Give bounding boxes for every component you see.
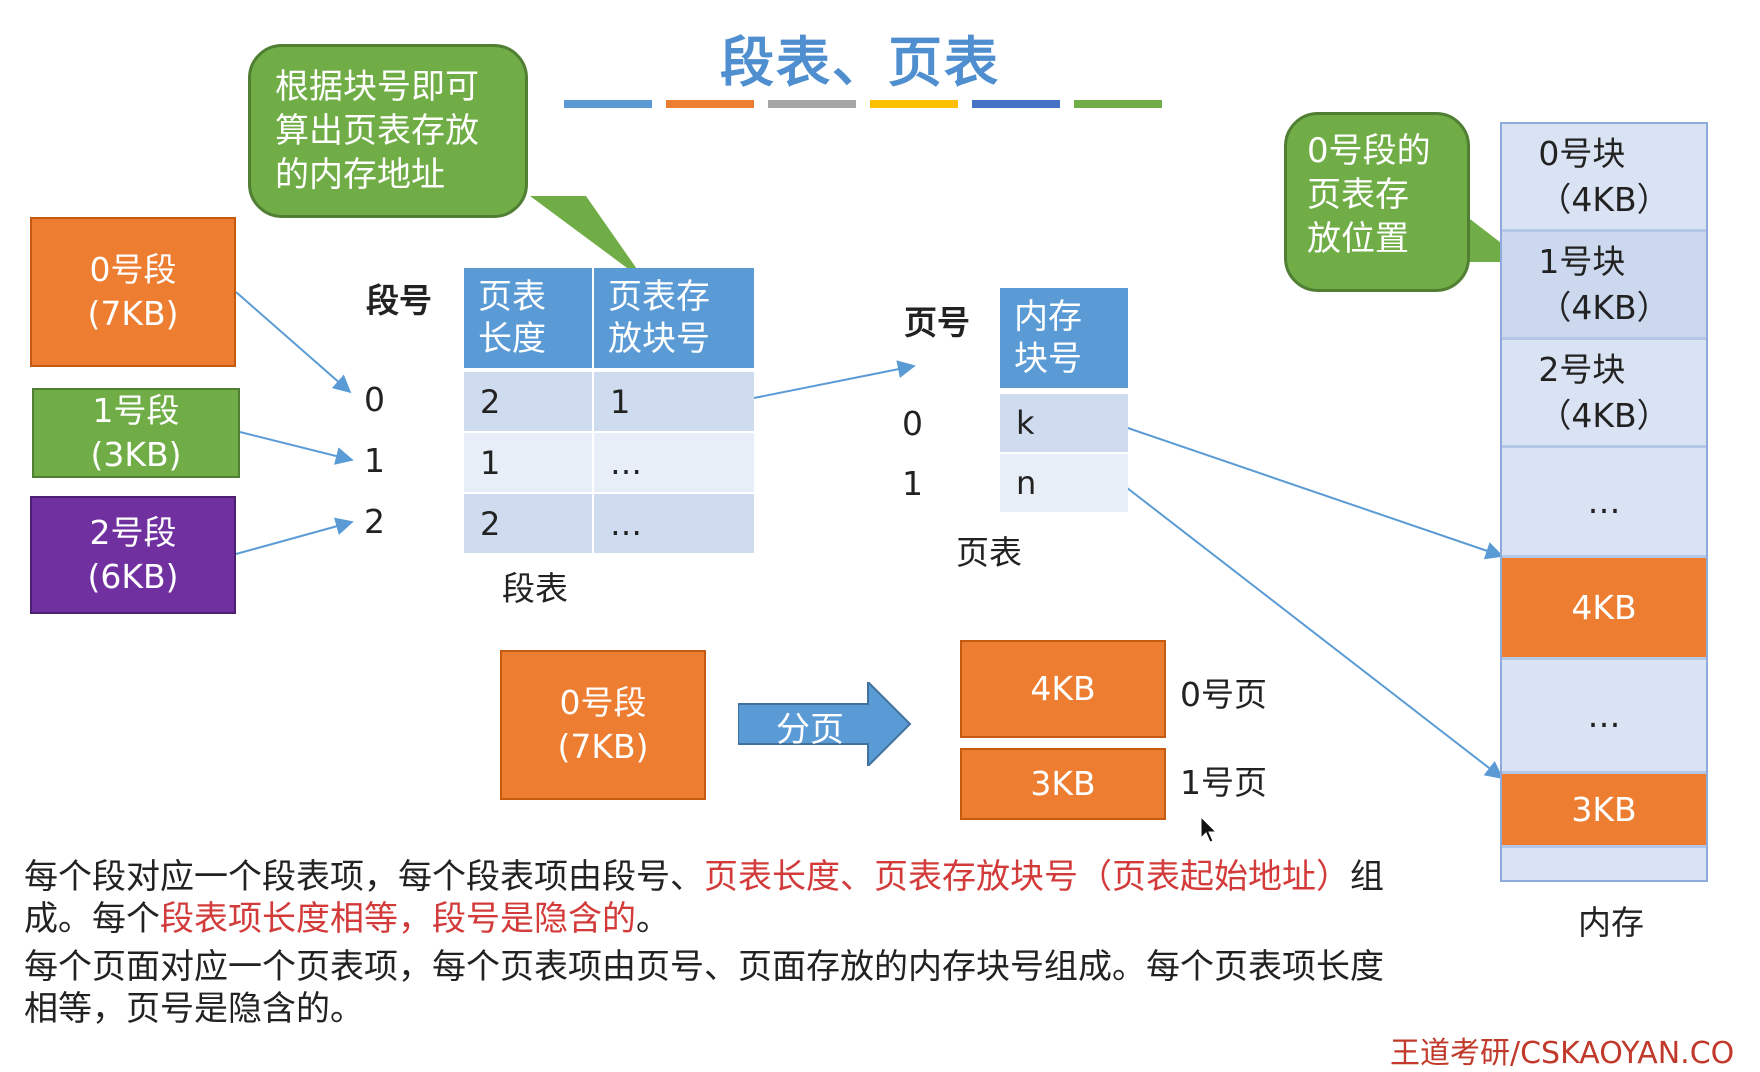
arrow-seg0 [235, 291, 352, 394]
page-title: 段表、页表 [720, 31, 1000, 94]
segment-1-box: 1号段 (3KB) [32, 388, 240, 478]
segment-0-box: 0号段 (7KB) [30, 217, 236, 367]
page-table-col-memory-block: 内存 块号 [1000, 288, 1128, 388]
text-run: 组成。每个 [24, 857, 1384, 939]
segment-table-cell: … [594, 433, 754, 492]
text-run: 。 [636, 899, 670, 939]
memory-block-ellipsis: … [1502, 660, 1706, 774]
text-run: 每个段对应一个段表项，每个段表项由段号、 [24, 857, 704, 897]
segment-2-name: 2号段 [89, 513, 177, 552]
segment-index-0: 0 [364, 380, 385, 419]
color-bar-segment [1074, 100, 1162, 108]
segment-table-cell: 2 [464, 372, 592, 431]
segment-number-header: 段号 [366, 281, 432, 320]
segment-table-cell: 1 [464, 433, 592, 492]
segment-0-size: (7KB) [87, 294, 179, 333]
paging-segment-box: 0号段 (7KB) [500, 650, 706, 800]
segment-table-cell: 2 [464, 494, 592, 553]
color-bar-segment [666, 100, 754, 108]
memory-block-2: 2号块 （4KB） [1502, 340, 1706, 448]
memory-block-page-0: 4KB [1502, 558, 1706, 660]
segment-2-size: (6KB) [87, 557, 179, 596]
memory-block-ellipsis: … [1502, 448, 1706, 558]
memory-caption: 内存 [1578, 903, 1644, 942]
callout-page-table-location: 0号段的 页表存 放位置 [1284, 112, 1470, 292]
mouse-cursor-icon [1200, 816, 1218, 843]
memory-block-1: 1号块 （4KB） [1502, 232, 1706, 340]
page-1-label: 1号页 [1180, 763, 1267, 802]
callout-left-tail [530, 196, 646, 282]
segment-table-caption: 段表 [502, 569, 568, 608]
memory-block-page-1: 3KB [1502, 774, 1706, 848]
text-run-highlight: 页表长度、页表存放块号（页表起始地址） [704, 857, 1350, 897]
arrow-page1-to-memory [1121, 483, 1504, 780]
segment-table-col-page-table-block: 页表存 放块号 [594, 268, 754, 368]
color-bar-segment [972, 100, 1060, 108]
segment-table-cell: 1 [594, 372, 754, 431]
page-index-1: 1 [902, 464, 923, 503]
segment-index-1: 1 [364, 441, 385, 480]
page-table-cell: n [1000, 454, 1128, 512]
memory-column [1500, 122, 1708, 882]
page-0-box: 4KB [960, 640, 1166, 738]
segment-0-name: 0号段 [89, 250, 177, 289]
page-number-header: 页号 [904, 303, 970, 342]
page-1-box: 3KB [960, 748, 1166, 820]
callout-page-table-address: 根据块号即可 算出页表存放 的内存地址 [248, 44, 528, 218]
paging-arrow-label: 分页 [776, 710, 844, 750]
page-table-caption: 页表 [956, 533, 1022, 572]
segment-2-box: 2号段 (6KB) [30, 496, 236, 614]
memory-block-0: 0号块 （4KB） [1502, 124, 1706, 232]
page-table-cell: k [1000, 394, 1128, 452]
color-bar-segment [768, 100, 856, 108]
paragraph-page-table: 每个页面对应一个页表项，每个页表项由页号、页面存放的内存块号组成。每个页表项长度… [24, 947, 1384, 1029]
segment-index-2: 2 [364, 502, 385, 541]
arrow-page0-to-memory [1121, 425, 1504, 560]
arrow-seg1 [239, 431, 354, 465]
segment-1-size: (3KB) [90, 435, 182, 474]
paragraph-segment-table: 每个段对应一个段表项，每个段表项由段号、页表长度、页表存放块号（页表起始地址）组… [24, 856, 1394, 940]
watermark: 王道考研/CSKAOYAN.CO [1390, 1036, 1735, 1071]
color-bar-segment [870, 100, 958, 108]
arrow-to-page-table [743, 360, 916, 401]
segment-table-cell: … [594, 494, 754, 553]
memory-block-empty [1502, 848, 1706, 880]
segment-table-col-page-table-length: 页表 长度 [464, 268, 592, 368]
arrow-seg2 [235, 517, 354, 555]
segment-1-name: 1号段 [92, 391, 180, 430]
text-run-highlight: 段表项长度相等，段号是隐含的 [160, 899, 636, 939]
page-index-0: 0 [902, 404, 923, 443]
page-0-label: 0号页 [1180, 675, 1267, 714]
paging-arrow [738, 682, 912, 766]
color-bar-segment [564, 100, 652, 108]
